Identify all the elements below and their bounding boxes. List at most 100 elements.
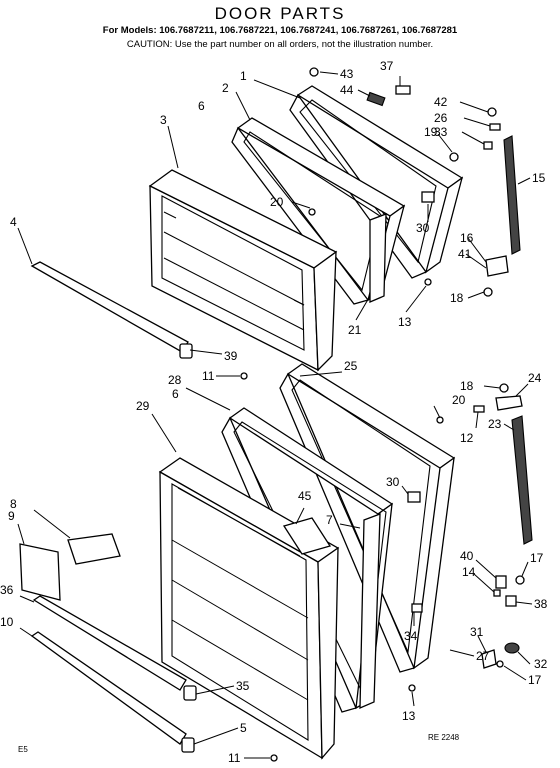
callout-9: 9	[8, 509, 15, 523]
part-44-clip	[366, 91, 386, 107]
part-31-hinge	[481, 649, 497, 669]
callout-39: 39	[224, 349, 238, 363]
part-30a-bracket	[421, 191, 435, 203]
part-37-label	[395, 85, 411, 95]
callout-14: 14	[462, 565, 476, 579]
part-38-block	[505, 595, 517, 607]
callout-44: 44	[340, 83, 354, 97]
part-11a-screw	[240, 372, 248, 380]
part-17b-pin	[496, 660, 504, 668]
callout-27: 27	[476, 649, 490, 663]
part-21-side-strip	[369, 213, 387, 303]
callout-13a: 13	[398, 315, 412, 329]
part-45-label-plate	[282, 517, 332, 555]
callout-32: 32	[534, 657, 548, 671]
callout-21: 21	[348, 323, 362, 337]
part-36-shelf-bar	[32, 595, 187, 691]
callout-11a: 11	[202, 369, 215, 383]
part-35-end-cap	[183, 685, 197, 701]
models-line: For Models: 106.7687211, 106.7687221, 10…	[102, 25, 458, 36]
callout-7: 7	[326, 513, 333, 527]
callout-31: 31	[470, 625, 484, 639]
callout-10: 10	[0, 615, 14, 629]
callout-45: 45	[298, 489, 312, 503]
part-24-hinge	[495, 395, 523, 411]
part-17a-pin	[515, 575, 525, 585]
part-18a-screw	[483, 287, 493, 297]
callout-12: 12	[460, 431, 474, 445]
page-title: DOOR PARTS	[214, 4, 346, 23]
part-30b-bracket	[407, 491, 421, 503]
part-26-washer	[489, 123, 501, 131]
part-19-pin	[449, 152, 459, 162]
callout-18b: 18	[460, 379, 474, 393]
callout-23: 23	[488, 417, 502, 431]
callout-34: 34	[404, 629, 418, 643]
callout-1: 1	[240, 69, 247, 83]
part-13a-screw	[424, 278, 432, 286]
callout-25: 25	[344, 359, 358, 373]
callout-17a: 17	[530, 551, 544, 565]
part-12-bracket	[473, 405, 485, 413]
callout-24: 24	[528, 371, 542, 385]
callout-36: 36	[0, 583, 14, 597]
callout-28: 28	[168, 373, 182, 387]
part-7-side-strip	[359, 513, 381, 709]
part-18b-screw	[499, 383, 509, 393]
part-3-door-liner	[148, 169, 338, 372]
part-16-hinge	[485, 255, 509, 277]
leader-lines	[17, 71, 533, 759]
callout-6a: 6	[198, 99, 205, 113]
callout-6b: 6	[172, 387, 179, 401]
callout-17b: 17	[528, 673, 542, 687]
callout-38: 38	[534, 597, 548, 611]
callout-4: 4	[10, 215, 17, 229]
callout-35: 35	[236, 679, 250, 693]
callout-8: 8	[10, 497, 17, 511]
callout-30b: 30	[386, 475, 400, 489]
part-43-screw	[309, 67, 319, 77]
callout-5: 5	[240, 721, 247, 735]
part-40-hinge	[495, 575, 507, 589]
callout-37: 37	[380, 59, 394, 73]
callout-26: 26	[434, 111, 448, 125]
part-29-door-liner	[158, 457, 340, 760]
part-34-block	[411, 603, 423, 613]
part-4-shelf-bar	[30, 261, 189, 353]
callout-30a: 30	[416, 221, 430, 235]
callout-43: 43	[340, 67, 354, 81]
part-14-washer	[493, 589, 501, 597]
part-42-screw	[487, 107, 497, 117]
part-33-hinge-pin	[483, 141, 493, 150]
callout-40: 40	[460, 549, 474, 563]
part-11b-screw	[270, 754, 278, 762]
part-39-end-cap	[179, 343, 193, 359]
callout-42: 42	[434, 95, 448, 109]
callout-3: 3	[160, 113, 167, 127]
part-5-end-cap	[181, 737, 195, 753]
callout-11b: 11	[228, 751, 241, 765]
part-8-butter-tray	[67, 533, 121, 565]
callout-20a: 20	[270, 195, 284, 209]
callout-numbers: 1 2 6 3 4 43 37 44 19 30 20 21 13 39 11 …	[0, 59, 548, 765]
part-23-handle	[511, 415, 533, 545]
callout-33: 33	[434, 125, 448, 139]
callout-18a: 18	[450, 291, 464, 305]
callout-41: 41	[458, 247, 472, 261]
part-15-handle	[503, 135, 521, 255]
page-code: E5	[18, 745, 28, 754]
part-10-shelf-bar	[30, 631, 187, 745]
callout-19: 19	[424, 125, 438, 139]
part-32-cap	[504, 642, 520, 654]
callout-13b: 13	[402, 709, 416, 723]
callout-29: 29	[136, 399, 150, 413]
callout-20b: 20	[452, 393, 466, 407]
callout-16: 16	[460, 231, 474, 245]
callout-15: 15	[532, 171, 546, 185]
part-13b-screw	[408, 684, 416, 692]
caution-line: CAUTION: Use the part number on all orde…	[126, 39, 434, 50]
ref-code: RE 2248	[428, 733, 460, 742]
part-9-bin-door	[19, 543, 61, 601]
part-20a-screw	[308, 208, 316, 216]
